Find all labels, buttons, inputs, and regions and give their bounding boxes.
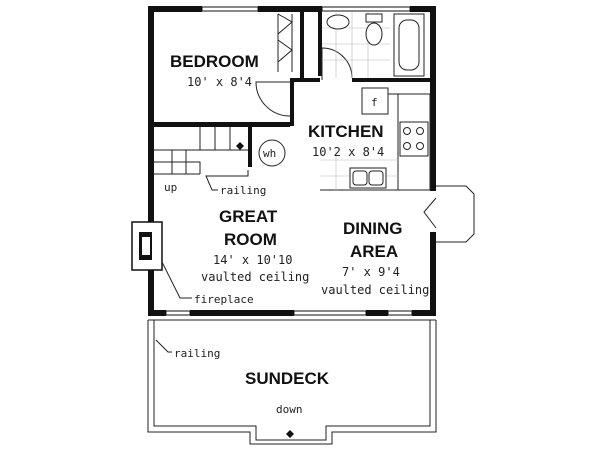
bathroom-door[interactable] bbox=[321, 47, 353, 80]
svg-text:ROOM: ROOM bbox=[224, 230, 277, 249]
bedroom-door[interactable] bbox=[255, 81, 291, 117]
svg-text:vaulted ceiling: vaulted ceiling bbox=[321, 283, 429, 297]
refrigerator-icon bbox=[361, 87, 389, 115]
sundeck bbox=[147, 319, 437, 445]
sink-icon bbox=[326, 14, 350, 30]
svg-text:7' x 9'4: 7' x 9'4 bbox=[342, 265, 400, 279]
toilet-icon bbox=[365, 13, 383, 46]
svg-text:BEDROOM: BEDROOM bbox=[170, 52, 259, 71]
svg-text:14' x 10'10: 14' x 10'10 bbox=[213, 253, 292, 267]
bedroom-label: BEDROOM 10' x 8'4 bbox=[170, 52, 259, 89]
svg-text:fireplace: fireplace bbox=[194, 293, 254, 306]
svg-text:AREA: AREA bbox=[350, 242, 398, 261]
kitchen-fixtures: f bbox=[320, 87, 431, 191]
fireplace-callout: fireplace bbox=[161, 261, 254, 306]
bedroom-closet bbox=[277, 13, 293, 72]
kitchen-sink-icon bbox=[349, 167, 387, 189]
fridge-label: f bbox=[371, 96, 378, 109]
svg-text:railing: railing bbox=[220, 184, 266, 197]
great-room-label: GREAT ROOM 14' x 10'10 vaulted ceiling bbox=[201, 207, 309, 284]
dining-area-label: DINING AREA 7' x 9'4 vaulted ceiling bbox=[321, 219, 429, 297]
stairs-up-label: up bbox=[164, 181, 177, 194]
railing-top-callout: railing bbox=[205, 170, 266, 197]
railing-deck-callout: railing bbox=[155, 339, 220, 360]
svg-text:DINING: DINING bbox=[343, 219, 403, 238]
svg-text:railing: railing bbox=[174, 347, 220, 360]
svg-text:10'2 x 8'4: 10'2 x 8'4 bbox=[312, 145, 384, 159]
deck-down-label: down bbox=[276, 403, 303, 416]
water-heater-label: wh bbox=[263, 147, 276, 160]
bathroom bbox=[322, 12, 425, 78]
bathtub-icon bbox=[393, 13, 425, 77]
svg-text:vaulted ceiling: vaulted ceiling bbox=[201, 270, 309, 284]
water-heater-icon: wh bbox=[258, 139, 286, 167]
kitchen-label: KITCHEN 10'2 x 8'4 bbox=[308, 122, 384, 159]
interior-walls bbox=[148, 6, 430, 167]
exterior-walls bbox=[148, 6, 436, 316]
range-icon bbox=[399, 121, 429, 157]
sundeck-label: SUNDECK bbox=[245, 369, 330, 388]
svg-text:KITCHEN: KITCHEN bbox=[308, 122, 384, 141]
fireplace-icon bbox=[131, 221, 163, 271]
svg-text:GREAT: GREAT bbox=[219, 207, 278, 226]
svg-text:10' x 8'4: 10' x 8'4 bbox=[187, 75, 252, 89]
dining-bay bbox=[423, 185, 475, 243]
stairs bbox=[154, 127, 248, 175]
